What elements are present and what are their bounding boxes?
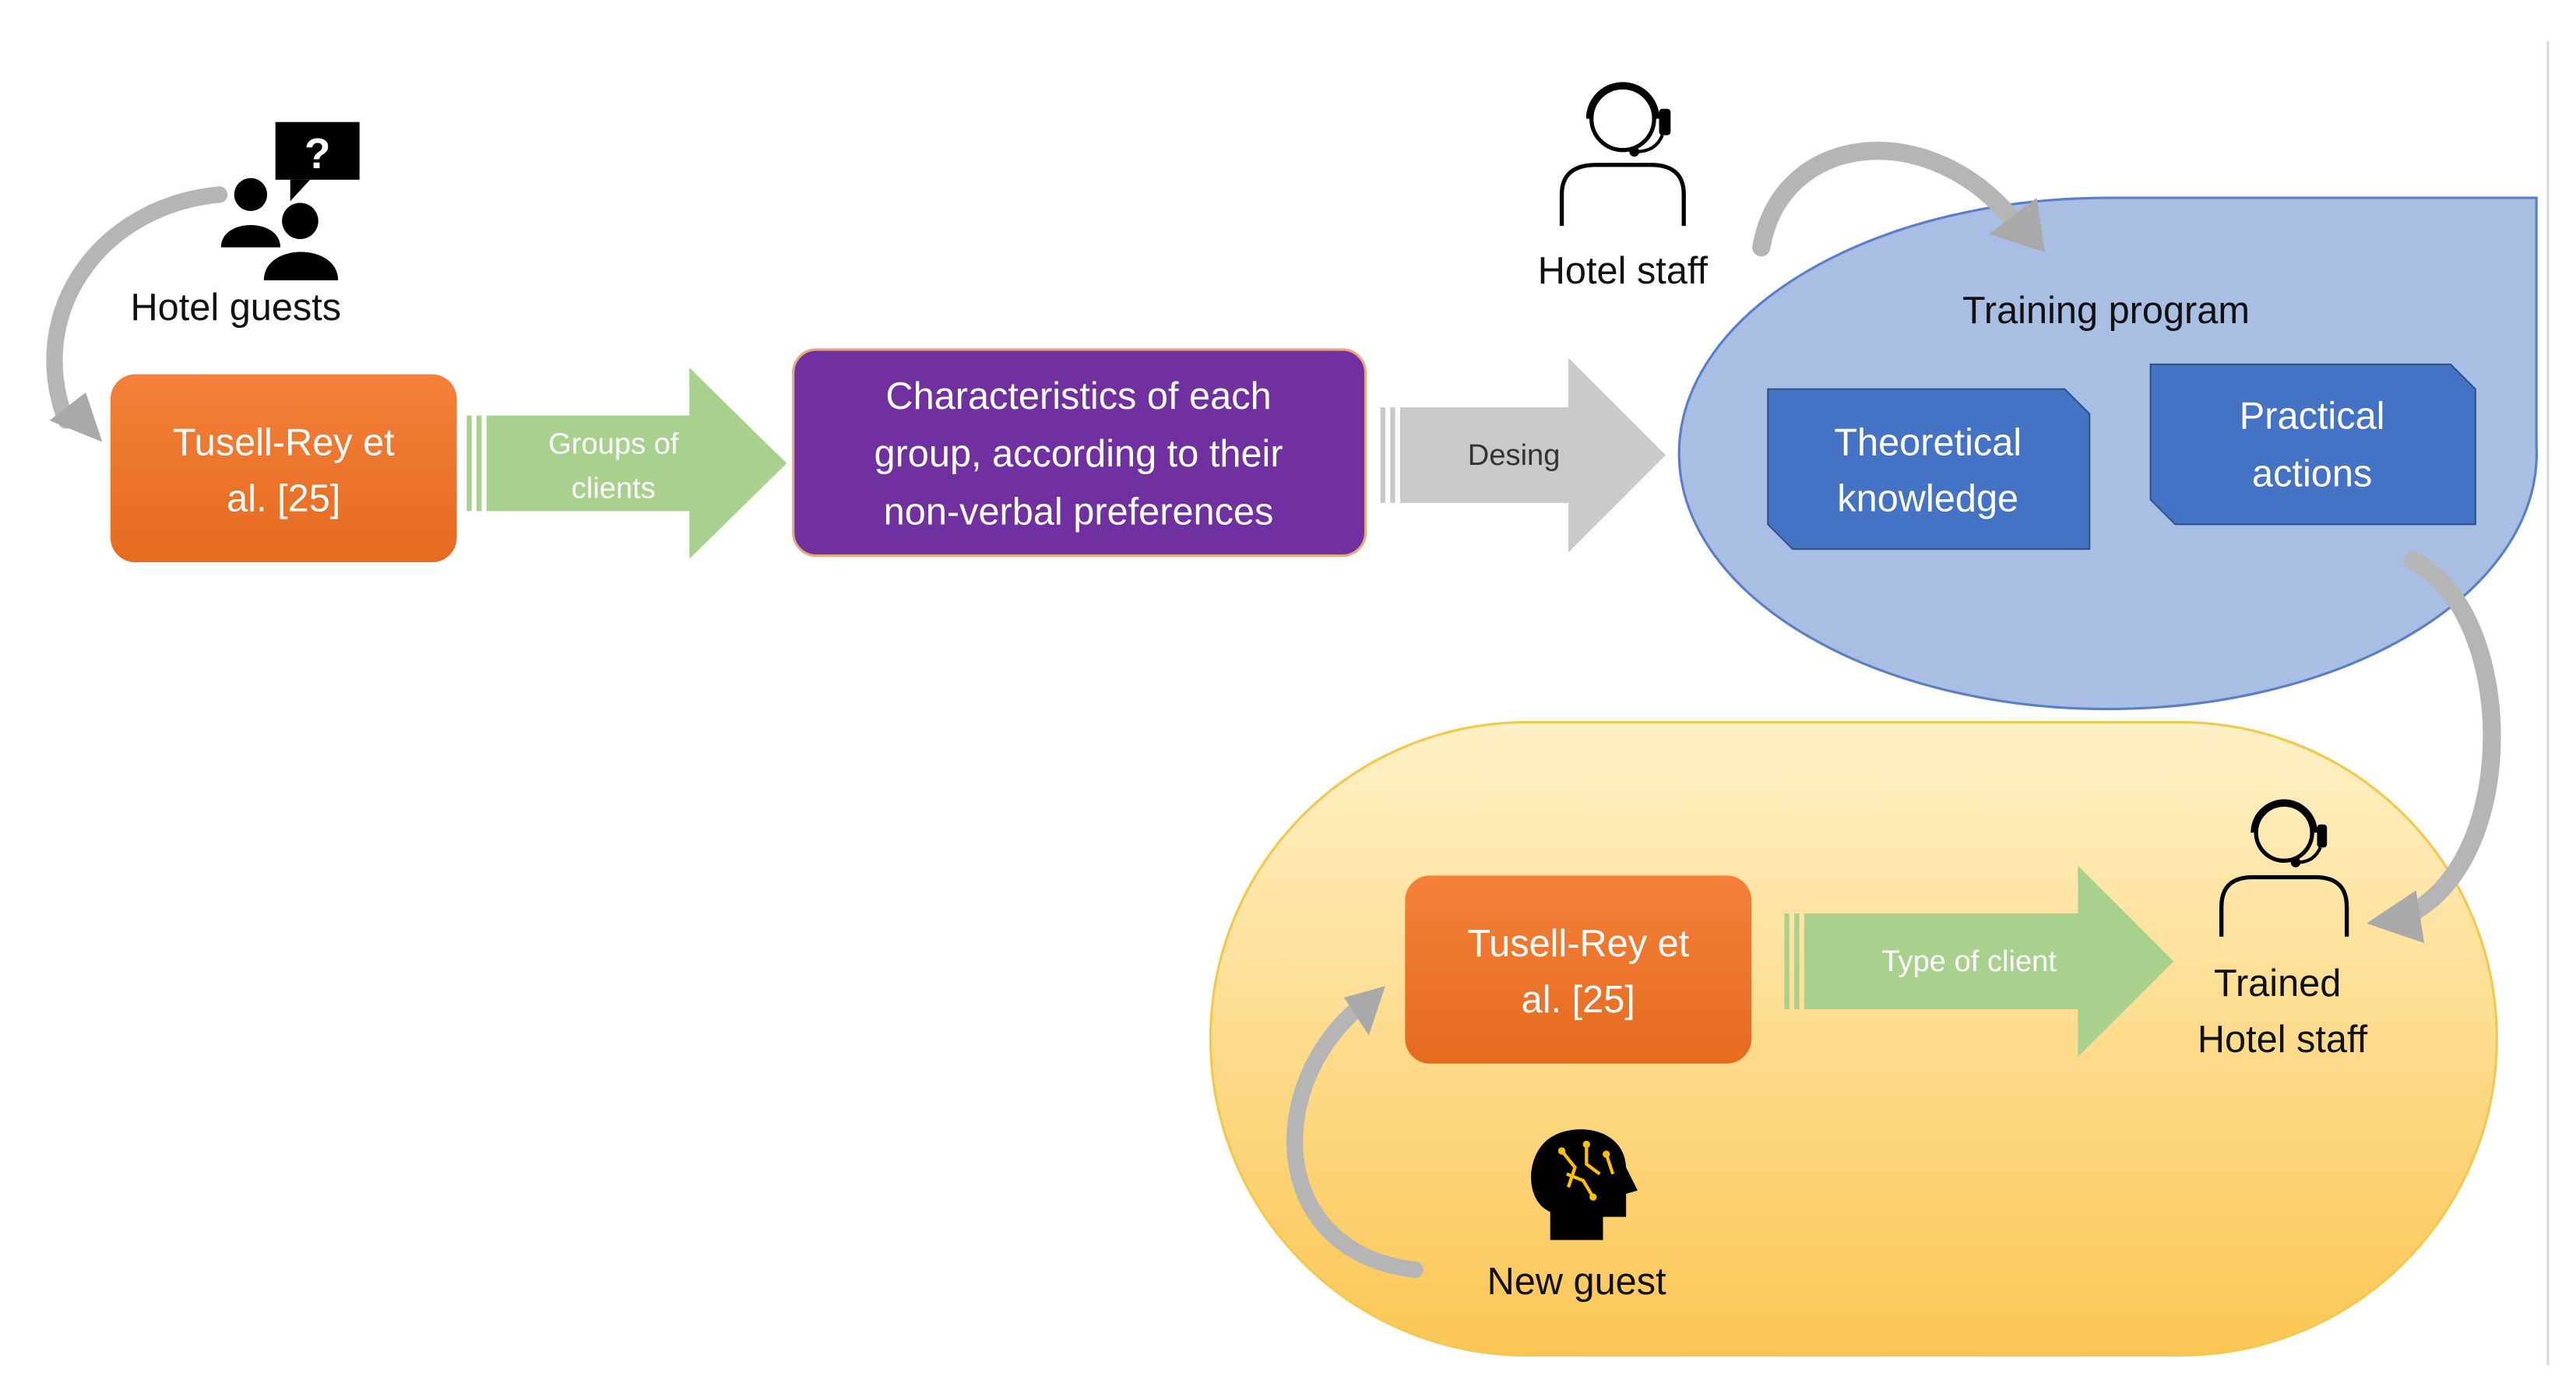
practical-line1: Practical <box>2240 396 2385 438</box>
design-label: Desing <box>1468 439 1561 472</box>
tusell-bottom-line2: al. [25] <box>1522 979 1635 1021</box>
design-arrow: Desing <box>1380 357 1666 553</box>
guests-question-icon: ? <box>220 121 360 280</box>
hotel-staff-label: Hotel staff <box>1538 250 1709 292</box>
characteristics-line2: group, according to their <box>874 433 1283 475</box>
theoretical-knowledge-box: Theoretical knowledge <box>1767 388 2091 551</box>
tusell-rey-box-top: Tusell-Rey et al. [25] <box>110 374 457 563</box>
tusell-top-line1: Tusell-Rey et <box>173 421 395 463</box>
svg-text:?: ? <box>304 129 331 178</box>
head-brain-icon <box>1531 1129 1638 1240</box>
guests-to-tusell-curved-arrow <box>46 186 228 442</box>
characteristics-line3: non-verbal preferences <box>884 491 1274 533</box>
trained-staff-line1: Trained <box>2214 962 2341 1005</box>
training-program-region <box>1677 196 2539 711</box>
characteristics-line1: Characteristics of each <box>885 375 1271 417</box>
groups-line2: clients <box>572 472 656 505</box>
groups-line1: Groups of <box>548 428 679 460</box>
new-guest-to-tusell-curved-arrow <box>1286 986 1423 1279</box>
practical-actions-box: Practical actions <box>2149 363 2476 526</box>
tusell-rey-box-bottom: Tusell-Rey et al. [25] <box>1405 875 1752 1064</box>
theoretical-line2: knowledge <box>1837 477 2018 519</box>
staff-to-training-curved-arrow <box>1752 142 2046 257</box>
practical-line2: actions <box>2252 453 2372 495</box>
headset-person-icon <box>2219 799 2349 937</box>
type-of-client-arrow: Type of client <box>1784 865 2174 1057</box>
tusell-top-line2: al. [25] <box>227 477 340 519</box>
hotel-guests-label: Hotel guests <box>131 287 342 329</box>
trained-staff-line2: Hotel staff <box>2198 1019 2368 1061</box>
headset-person-icon <box>1559 82 1686 227</box>
training-to-trained-staff-curved-arrow <box>2367 551 2501 944</box>
training-program-title: Training program <box>1962 290 2250 332</box>
new-guest-label: New guest <box>1487 1261 1667 1303</box>
groups-of-clients-arrow: Groups of clients <box>466 368 787 559</box>
characteristics-box: Characteristics of each group, according… <box>792 348 1367 558</box>
tusell-bottom-line1: Tusell-Rey et <box>1467 923 1689 965</box>
type-of-client-label: Type of client <box>1881 945 2057 978</box>
theoretical-line1: Theoretical <box>1834 421 2022 463</box>
